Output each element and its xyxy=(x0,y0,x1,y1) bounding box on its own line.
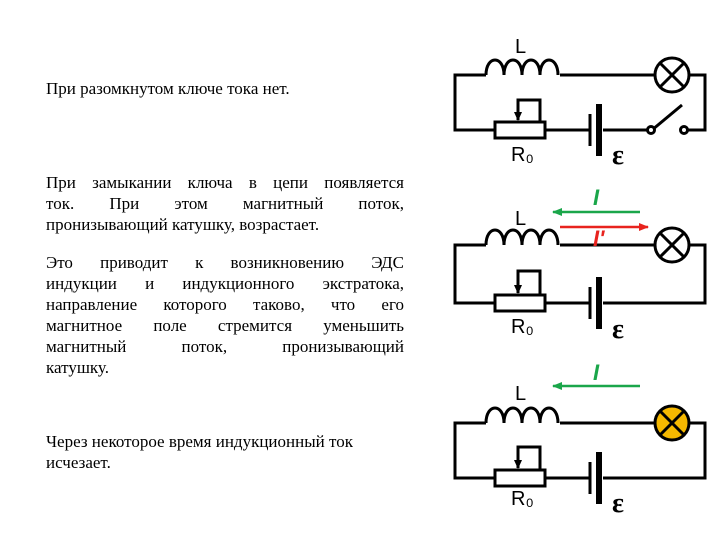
resistor-label: R₀ xyxy=(511,144,534,166)
resistor-label: R₀ xyxy=(511,488,534,510)
text-line: магнитный поток, пронизывающий xyxy=(46,337,404,356)
inductor-coil xyxy=(484,58,560,76)
text-line: направление которого таково, что его xyxy=(46,295,404,314)
text-line: магнитное поле стремится уменьшить xyxy=(46,316,404,335)
text-line: исчезает. xyxy=(46,453,111,472)
resistor xyxy=(493,293,547,313)
resistor-label: R₀ xyxy=(511,316,534,338)
text-line: пронизывающий катушку, возрастает. xyxy=(46,215,320,234)
inductor-label: L xyxy=(515,208,526,230)
lamp-lit xyxy=(653,404,691,442)
text-induction-effect: Это приводит к возникновению ЭДС индукци… xyxy=(46,252,404,378)
lamp-off xyxy=(653,226,691,264)
wires xyxy=(453,421,707,480)
text-closing-switch: При замыкании ключа в цепи появляется то… xyxy=(46,172,404,235)
battery xyxy=(588,104,602,156)
emf-label: ε xyxy=(612,314,624,345)
text-current-vanishes: Через некоторое время индукционный ток и… xyxy=(46,431,404,473)
inductor-label: L xyxy=(515,383,526,405)
battery xyxy=(588,452,602,504)
circuit-open-switch: L R₀ ε xyxy=(453,36,707,171)
circuit-steady-state: I L R₀ ε xyxy=(453,360,707,519)
extra-current-label: I' xyxy=(593,226,605,251)
text-line: Это приводит к возникновению ЭДС xyxy=(46,253,404,272)
text-line: катушку. xyxy=(46,358,109,377)
inductor-label: L xyxy=(515,36,526,58)
battery xyxy=(588,277,602,329)
current-label: I xyxy=(593,185,600,210)
inductor-coil xyxy=(484,406,560,424)
wires xyxy=(453,73,707,132)
emf-label: ε xyxy=(612,140,624,171)
text-line: индукции и индукционного экстратока, xyxy=(46,274,404,293)
circuit-switch-closed: I I' L R₀ ε xyxy=(453,185,707,345)
emf-label: ε xyxy=(612,488,624,519)
text-line: ток. При этом магнитный поток, xyxy=(46,194,404,213)
switch-open xyxy=(646,103,689,135)
current-label: I xyxy=(593,360,600,385)
inductor-coil xyxy=(484,228,560,246)
text-line: Через некоторое время индукционный ток xyxy=(46,432,353,451)
lamp-off xyxy=(653,56,691,94)
text-line: При разомкнутом ключе тока нет. xyxy=(46,79,290,98)
text-open-switch: При разомкнутом ключе тока нет. xyxy=(46,78,404,99)
resistor xyxy=(493,120,547,140)
resistor xyxy=(493,468,547,488)
wires xyxy=(453,243,707,305)
text-line: При замыкании ключа в цепи появляется xyxy=(46,173,404,192)
